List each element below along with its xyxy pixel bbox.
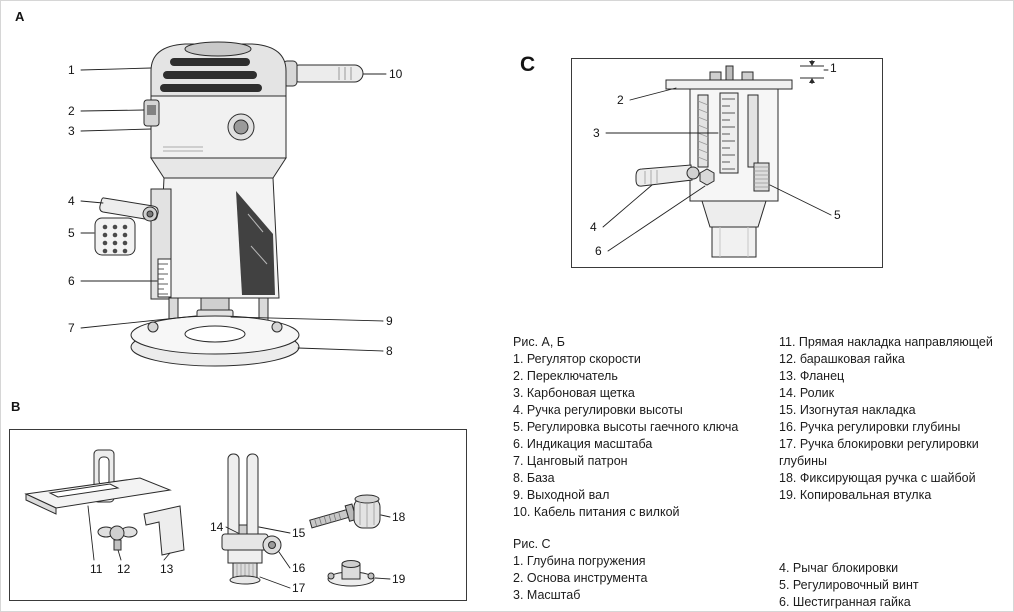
callout-c-3: 3 bbox=[593, 126, 600, 140]
callout-a-10: 10 bbox=[389, 67, 403, 81]
legend-title-fig-c: Рис. С bbox=[513, 537, 551, 551]
legend-item: 4. Ручка регулировки высоты bbox=[513, 403, 683, 417]
legend-item: 6. Шестигранная гайка bbox=[779, 595, 911, 609]
legend-item: 1. Регулятор скорости bbox=[513, 352, 641, 366]
callout-a-8: 8 bbox=[386, 344, 393, 358]
legend-item: 15. Изогнутая накладка bbox=[779, 403, 916, 417]
figure-b-label: B bbox=[11, 399, 21, 414]
callout-a-7: 7 bbox=[68, 321, 75, 335]
legend-item: 14. Ролик bbox=[779, 386, 835, 400]
callout-b-16: 16 bbox=[292, 561, 306, 575]
legend-item: 1. Глубина погружения bbox=[513, 554, 646, 568]
legend-item: 3. Масштаб bbox=[513, 588, 581, 602]
legend-item: 19. Копировальная втулка bbox=[779, 488, 932, 502]
legend-item: 10. Кабель питания с вилкой bbox=[513, 505, 680, 519]
legend-item: 13. Фланец bbox=[779, 369, 845, 383]
callout-c-2: 2 bbox=[617, 93, 624, 107]
legend-item: 5. Регулировка высоты гаечного ключа bbox=[513, 420, 739, 434]
legend-column-left: Рис. А, Б 1. Регулятор скорости 2. Перек… bbox=[513, 334, 773, 604]
callout-a-2: 2 bbox=[68, 104, 75, 118]
callout-a-6: 6 bbox=[68, 274, 75, 288]
callout-b-18: 18 bbox=[392, 510, 406, 524]
legend-item: 2. Основа инструмента bbox=[513, 571, 648, 585]
callout-a-1: 1 bbox=[68, 63, 75, 77]
legend-title-fig-ab: Рис. А, Б bbox=[513, 335, 566, 349]
legend-column-right: 11. Прямая накладка направляющей 12. бар… bbox=[779, 334, 1013, 611]
legend-item: 9. Выходной вал bbox=[513, 488, 610, 502]
figure-c-label: C bbox=[520, 53, 536, 76]
legend-item: 18. Фиксирующая ручка с шайбой bbox=[779, 471, 976, 485]
legend-item: 7. Цанговый патрон bbox=[513, 454, 628, 468]
callout-b-12: 12 bbox=[117, 562, 131, 576]
legend-item: 11. Прямая накладка направляющей bbox=[779, 335, 993, 349]
legend-item: 17. Ручка блокировки регулировки глубины bbox=[779, 437, 979, 468]
accessories-illustration bbox=[24, 449, 391, 589]
legend-item: 4. Рычаг блокировки bbox=[779, 561, 899, 575]
callout-b-15: 15 bbox=[292, 526, 306, 540]
callout-b-14: 14 bbox=[210, 520, 224, 534]
callout-a-5: 5 bbox=[68, 226, 75, 240]
callout-b-17: 17 bbox=[292, 581, 306, 595]
callout-c-4: 4 bbox=[590, 220, 597, 234]
callout-a-3: 3 bbox=[68, 124, 75, 138]
figure-a-label: A bbox=[15, 9, 25, 24]
legend-item: 5. Регулировочный винт bbox=[779, 578, 919, 592]
legend-item: 12. барашковая гайка bbox=[779, 352, 905, 366]
legend-item: 2. Переключатель bbox=[513, 369, 618, 383]
router-illustration bbox=[80, 41, 387, 367]
legend-item: 8. База bbox=[513, 471, 555, 485]
legend-item: 3. Карбоновая щетка bbox=[513, 386, 635, 400]
callout-c-5: 5 bbox=[834, 208, 841, 222]
callout-c-1: 1 bbox=[830, 61, 837, 75]
plunge-detail-illustration bbox=[602, 60, 832, 258]
legend-item: 16. Ручка регулировки глубины bbox=[779, 420, 961, 434]
callout-a-4: 4 bbox=[68, 194, 75, 208]
callout-b-19: 19 bbox=[392, 572, 406, 586]
callout-b-11: 11 bbox=[90, 562, 103, 576]
callout-c-6: 6 bbox=[595, 244, 602, 258]
callout-a-9: 9 bbox=[386, 314, 393, 328]
callout-b-13: 13 bbox=[160, 562, 174, 576]
accessories-panel bbox=[9, 429, 467, 601]
legend-item: 6. Индикация масштаба bbox=[513, 437, 653, 451]
plunge-detail-panel bbox=[571, 58, 883, 268]
